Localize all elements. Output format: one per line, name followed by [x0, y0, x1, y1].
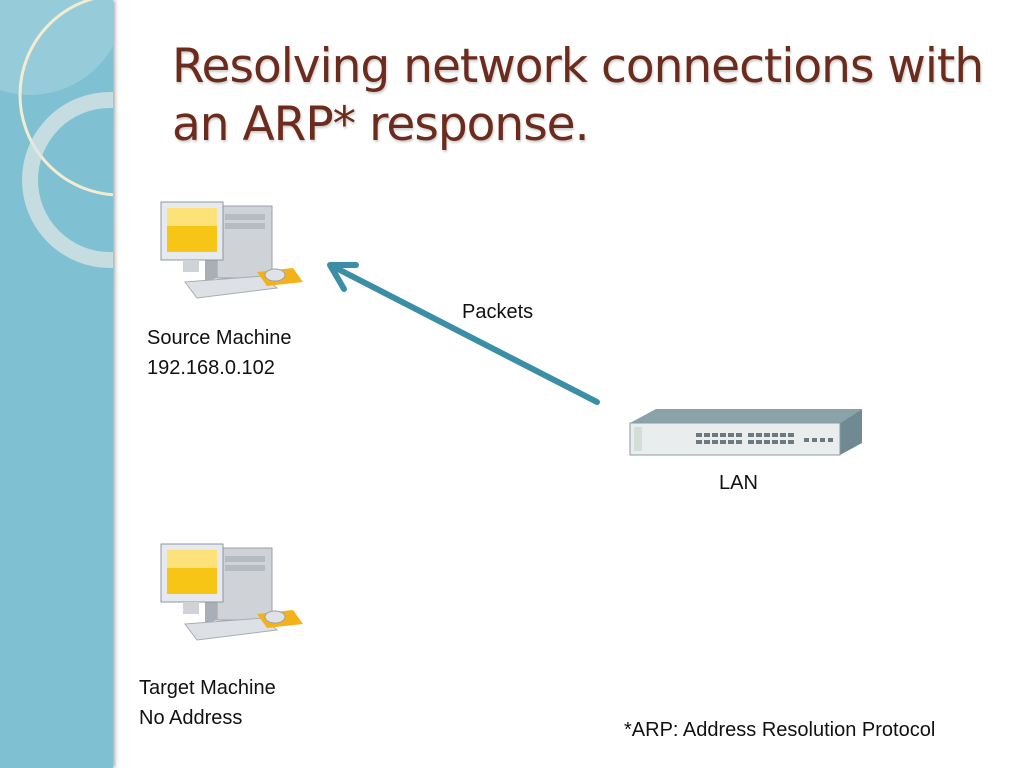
title-line-2: an ARP* response. [172, 97, 590, 152]
target-machine-address: No Address [139, 707, 243, 729]
source-machine-name: Source Machine [147, 327, 292, 349]
source-machine-address: 192.168.0.102 [147, 357, 275, 379]
packets-label: Packets [462, 301, 534, 323]
title-line-1: Resolving network connections with [172, 39, 984, 94]
target-machine-name: Target Machine [139, 677, 276, 699]
sidebar-rings-decoration [0, 0, 113, 268]
arrow-shaft [329, 263, 600, 405]
slide-title: Resolving network connections with an AR… [172, 38, 1012, 154]
decorative-sidebar [0, 0, 113, 768]
source-machine-label: Source Machine 192.168.0.102 [147, 323, 292, 383]
source-desktop-computer-icon [160, 201, 303, 299]
lan-label: LAN [719, 472, 758, 494]
target-machine-label: Target Machine No Address [139, 673, 276, 733]
target-desktop-computer-icon [160, 543, 303, 641]
footnote: *ARP: Address Resolution Protocol [624, 719, 936, 741]
arrow-head [327, 262, 359, 292]
lan-network-switch-icon [629, 409, 862, 456]
